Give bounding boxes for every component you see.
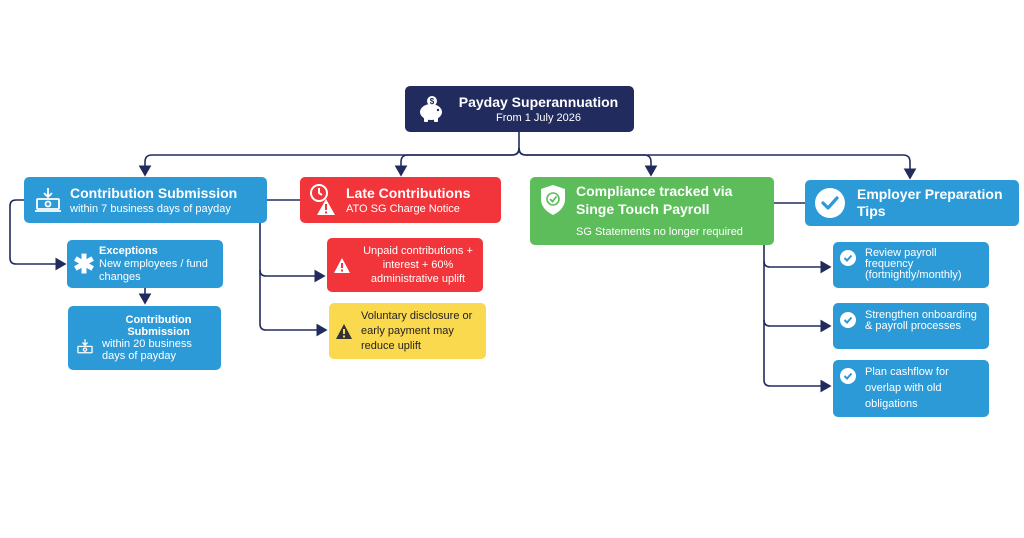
connector-employer-strengthen	[763, 261, 832, 333]
compliance-subtitle: SG Statements no longer required	[576, 226, 743, 238]
piggy-bank-icon: $	[415, 93, 447, 125]
asterisk-icon: ✱	[73, 249, 95, 279]
compliance-node: Compliance tracked via Singe Touch Payro…	[530, 177, 774, 245]
compliance-title: Compliance tracked via Singe Touch Payro…	[576, 183, 733, 217]
connector-late-voluntary	[259, 270, 328, 337]
svg-text:$: $	[430, 97, 435, 106]
clock-warning-icon	[308, 182, 338, 218]
voluntary-disclosure-node: Voluntary disclosure or early payment ma…	[329, 303, 486, 359]
voluntary-text: Voluntary disclosure or early payment ma…	[361, 309, 473, 352]
root-subtitle: From 1 July 2026	[496, 111, 581, 124]
strengthen-text: Strengthen onboarding & payroll processe…	[865, 309, 977, 332]
unpaid-contributions-node: Unpaid contributions + interest + 60% ad…	[327, 238, 483, 292]
plan-cashflow-node: Plan cashflow for overlap with old oblig…	[833, 360, 989, 417]
contribution-submission-node: Contribution Submission within 7 busines…	[24, 177, 267, 223]
connector-root-compliance	[518, 147, 658, 177]
connector-root-employer	[518, 147, 917, 180]
check-circle-icon	[839, 367, 857, 385]
strengthen-onboarding-node: Strengthen onboarding & payroll processe…	[833, 303, 989, 349]
review-payroll-node: Review payroll frequency (fortnightly/mo…	[833, 242, 989, 288]
employer-tips-node: Employer Preparation Tips	[805, 180, 1019, 226]
connector-root	[138, 132, 520, 177]
plan-cashflow-text: Plan cashflow for overlap with old oblig…	[865, 366, 949, 410]
connector-root-late	[394, 147, 520, 177]
unpaid-text: Unpaid contributions + interest + 60% ad…	[363, 245, 473, 285]
root-node: $ Payday Superannuation From 1 July 2026	[405, 86, 634, 132]
late-title: Late Contributions	[346, 184, 471, 201]
warning-icon	[333, 256, 351, 274]
employer-title: Employer Preparation Tips	[857, 186, 1003, 219]
late-subtitle: ATO SG Charge Notice	[346, 202, 460, 215]
late-contributions-node: Late Contributions ATO SG Charge Notice	[300, 177, 501, 223]
check-circle-icon	[813, 186, 847, 220]
exceptions-text: New employees / fund changes	[99, 257, 208, 283]
connector-employer-plan	[763, 320, 832, 393]
contribution-subtitle: within 7 business days of payday	[70, 202, 231, 215]
contribution-submission-20-node: Contribution Submission within 20 busine…	[68, 306, 221, 370]
check-circle-icon	[839, 311, 857, 329]
cash-deposit-icon	[32, 184, 64, 216]
submission-20-text: within 20 business days of payday	[102, 338, 192, 362]
warning-icon	[335, 322, 353, 340]
check-circle-icon	[839, 249, 857, 267]
exceptions-node: ✱ Exceptions New employees / fund change…	[67, 240, 223, 288]
submission-20-title: Contribution Submission	[125, 314, 192, 338]
contribution-title: Contribution Submission	[70, 184, 238, 201]
cash-deposit-icon	[74, 336, 96, 358]
exceptions-title: Exceptions	[99, 244, 158, 257]
root-title: Payday Superannuation	[458, 93, 619, 110]
review-payroll-text: Review payroll frequency (fortnightly/mo…	[865, 247, 962, 281]
shield-check-icon	[538, 182, 568, 218]
